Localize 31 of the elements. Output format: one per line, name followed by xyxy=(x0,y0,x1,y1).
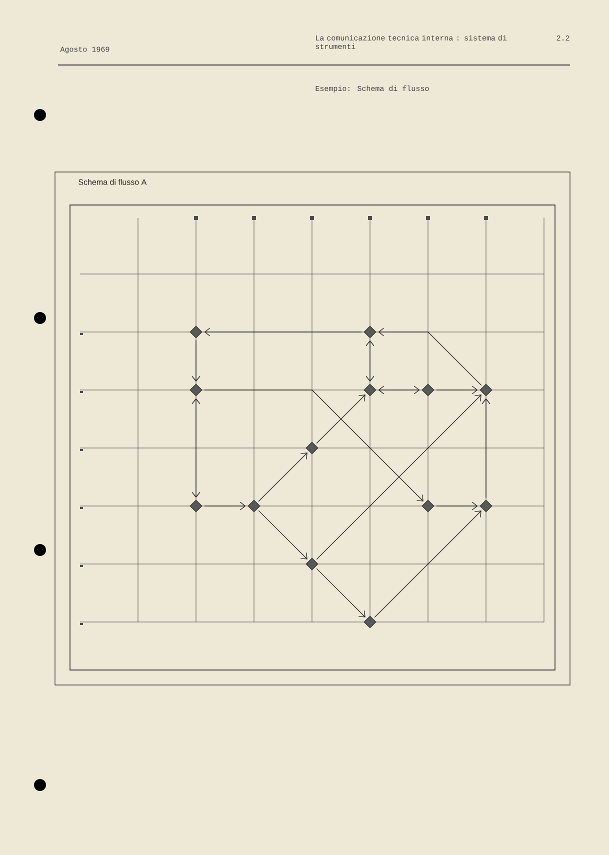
chart-title: Schema di flusso A xyxy=(78,179,147,185)
arrow xyxy=(316,394,366,444)
arrow xyxy=(436,502,478,510)
arrow xyxy=(436,386,478,394)
diamond-marker xyxy=(306,442,318,454)
arrow xyxy=(204,502,246,510)
arrow xyxy=(192,340,200,382)
diamond-marker xyxy=(480,384,492,396)
diamond-marker xyxy=(364,616,376,628)
arrow xyxy=(204,390,424,502)
arrow xyxy=(374,510,482,618)
arrow xyxy=(316,394,482,560)
diamond-marker xyxy=(190,326,202,338)
diamond-marker xyxy=(248,500,260,512)
diamond-marker xyxy=(306,558,318,570)
diamond-marker xyxy=(422,500,434,512)
arrow xyxy=(482,398,490,498)
arrow xyxy=(204,328,362,336)
diamond-marker xyxy=(190,384,202,396)
diamond-marker xyxy=(364,384,376,396)
arrow xyxy=(316,568,366,618)
arrow xyxy=(378,386,420,394)
arrow xyxy=(378,328,482,386)
arrow xyxy=(366,340,374,382)
diamond-marker xyxy=(480,500,492,512)
diamond-marker xyxy=(364,326,376,338)
arrow xyxy=(258,452,308,502)
arrow xyxy=(258,510,308,560)
diamond-marker xyxy=(190,500,202,512)
diamond-marker xyxy=(422,384,434,396)
arrow xyxy=(192,398,200,498)
